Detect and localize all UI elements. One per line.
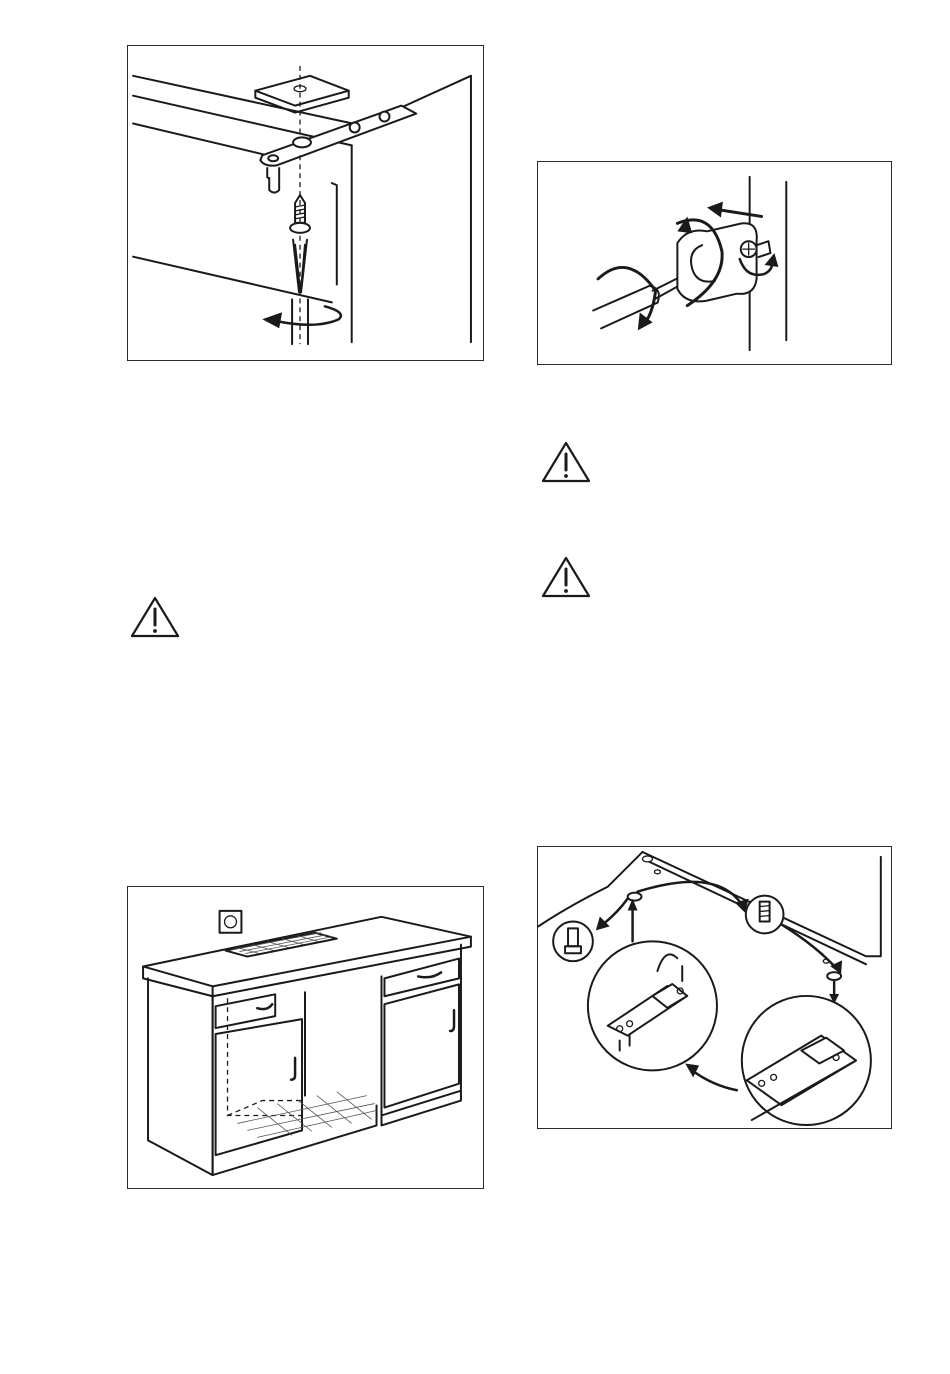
screwdriver-icon — [128, 46, 483, 360]
door-hinge-transfer-figure — [537, 846, 892, 1129]
hinge-bracket-icon — [538, 847, 891, 1128]
cabinet-icon — [128, 887, 483, 1188]
hinge-screw-figure — [127, 45, 484, 361]
hinge-cover-rotate-figure — [537, 161, 892, 365]
warning-triangle-icon — [540, 440, 592, 484]
warning-triangle-icon — [129, 595, 181, 639]
warning-triangle-icon — [540, 555, 592, 599]
cabinet-installation-figure — [127, 886, 484, 1189]
rotate-arrow-icon — [538, 162, 891, 364]
